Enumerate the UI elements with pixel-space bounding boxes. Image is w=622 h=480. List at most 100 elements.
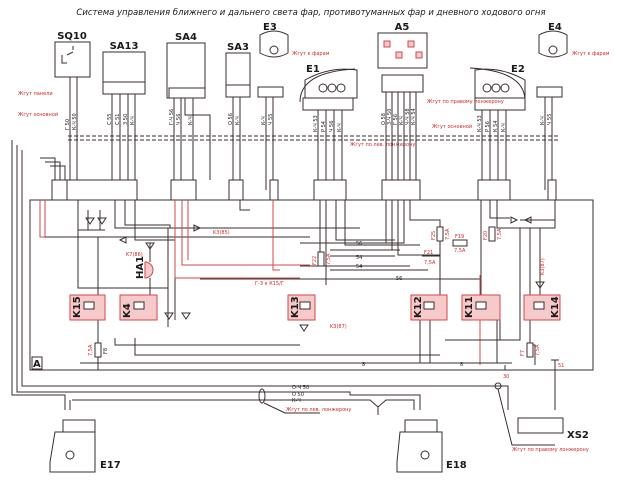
- wire-code: С 51: [115, 114, 121, 125]
- fuse-rating: 7,5A: [326, 253, 332, 265]
- headlight-e2: E2: [469, 64, 526, 111]
- wire-code: Ч 55: [268, 114, 274, 125]
- k11-label: K11: [464, 296, 475, 318]
- fuse-rating: 7,5A: [445, 228, 451, 240]
- wire-code: К-Ч: [235, 116, 241, 125]
- signal-label: K3(85): [213, 230, 230, 236]
- k12-label: K12: [413, 296, 424, 318]
- fuse-f25: F25 7,5A: [431, 226, 451, 242]
- wire-code: Р 54: [321, 121, 327, 132]
- harness-label: Жгут по лев. лонжерону: [350, 142, 415, 148]
- bus-label: 56: [396, 276, 402, 282]
- wire-code: С 55: [107, 114, 113, 125]
- fuse-label: F22: [312, 256, 318, 265]
- wire-code: К-Ч: [188, 116, 194, 125]
- k4-label: K4: [122, 303, 133, 318]
- e17-label: E17: [100, 460, 121, 471]
- wire-code: К-Ч: [130, 116, 136, 125]
- ha1-label: HA1: [135, 256, 146, 279]
- connector-xs2: XS2: [517, 417, 589, 441]
- wire-code: Ч 56: [176, 114, 182, 125]
- block-a-label: A: [33, 359, 41, 370]
- wire-label: О-Ч 50: [292, 385, 309, 391]
- bus-label: 8: [460, 362, 463, 368]
- wire-code: О 58: [381, 113, 387, 125]
- fuse-rating: 7,5A: [424, 260, 436, 266]
- signal-label: K7(86): [126, 252, 143, 258]
- fuse-f22: F22 7,5A: [312, 251, 332, 267]
- fuse-label: F7: [520, 350, 526, 356]
- harness-label: Жгут к фарам: [292, 51, 330, 57]
- wire-code: З 50: [123, 114, 129, 125]
- fuse-label: F19: [455, 234, 464, 240]
- fuse-label: F21: [424, 250, 433, 256]
- ground-symbol: [504, 359, 559, 370]
- switch-sq10: SQ10: [54, 31, 91, 78]
- wire-code: Г-Ч 56: [169, 109, 175, 125]
- switch-sa13: SA13: [102, 41, 146, 95]
- xs2-label: XS2: [567, 430, 589, 441]
- wire-code: К-Ч: [399, 116, 405, 125]
- harness-label: Жгут к фарам: [572, 51, 610, 57]
- fuse-rating: 7,5A: [88, 344, 94, 356]
- connector-row: [51, 179, 557, 201]
- bottom-wiring: [11, 140, 556, 446]
- sa4-label: SA4: [175, 32, 197, 43]
- fog-lamp-e4: E4 Жгут к фарам: [536, 22, 610, 98]
- harness-label: Жгут основной: [18, 111, 58, 118]
- fog-lamp-e3: E3 Жгут к фарам: [257, 22, 330, 98]
- e1-label: E1: [306, 64, 320, 75]
- wire-code: К-Ч 53: [477, 115, 483, 132]
- wire-code: К-Ч 54: [411, 108, 417, 125]
- ground-label: 51: [558, 363, 564, 369]
- k14-label: K14: [550, 296, 561, 318]
- diodes: [85, 216, 545, 332]
- top-wires: [40, 77, 553, 190]
- wire-code: К-Ч 53: [313, 115, 319, 132]
- wire-code: Ч-Ч 58: [405, 108, 411, 125]
- fog-lamp-e18: E18: [396, 419, 467, 473]
- bus-label: 54: [356, 255, 362, 261]
- relay-k12: K12: [410, 294, 448, 321]
- fuse-rating: 7,5A: [535, 344, 541, 356]
- bus-label: 8: [362, 362, 365, 368]
- harness-label: Жгут панели: [18, 91, 53, 97]
- wire-code: К-Ч: [501, 123, 507, 132]
- harness-label: Жгут по лев. лонжерону: [286, 407, 351, 413]
- bus-label: 56: [356, 241, 362, 247]
- diagram-title: Система управления ближнего и дальнего с…: [76, 8, 545, 18]
- fuse-f21: F21 7,5A: [422, 250, 440, 266]
- signal-label: K3(87): [330, 324, 347, 330]
- harness-label: Жгут основной: [432, 123, 472, 130]
- harness-label: Жгут по правому лонжерону: [427, 99, 504, 105]
- fuse-f7: F7 7,5A: [520, 342, 541, 358]
- wire-code: З-Ч 50: [387, 109, 393, 125]
- bus-label: 54: [356, 264, 362, 270]
- wire-label: О 50: [292, 392, 304, 398]
- fuse-rating: 7,5A: [454, 248, 466, 254]
- k13-label: K13: [290, 296, 301, 318]
- headlight-e1: E1: [299, 64, 358, 111]
- sa13-label: SA13: [110, 41, 139, 52]
- wire-code: Ч 56: [329, 121, 335, 132]
- relay-k15: K15: [69, 294, 106, 321]
- a5-label: A5: [395, 22, 410, 33]
- signal-label: K3(87): [540, 258, 546, 275]
- e2-label: E2: [511, 64, 525, 75]
- k15-label: K15: [72, 296, 83, 318]
- sq10-label: SQ10: [57, 31, 87, 42]
- wire-codes: Г 50 К-Ч 50 С 55 С 51 З 50 К-Ч Г-Ч 56 Ч …: [65, 108, 553, 132]
- block-a: [29, 199, 594, 371]
- wire-code: К-Ч 50: [72, 113, 78, 130]
- switch-sa3: SA3: [225, 42, 251, 98]
- fuse-f19: F19 7,5A: [452, 234, 468, 254]
- fuse-label: F8: [103, 348, 109, 354]
- fuse-f20: F20 7,5A: [483, 226, 503, 242]
- wire-code: Г 56: [393, 114, 399, 125]
- fuse-label: F25: [431, 231, 437, 240]
- fuse-label: F20: [483, 231, 489, 240]
- switch-sa4: SA4: [166, 32, 206, 99]
- ground-label: 30: [503, 374, 509, 380]
- wire-code: К-Ч: [261, 116, 267, 125]
- wire-code: Г 50: [65, 119, 71, 130]
